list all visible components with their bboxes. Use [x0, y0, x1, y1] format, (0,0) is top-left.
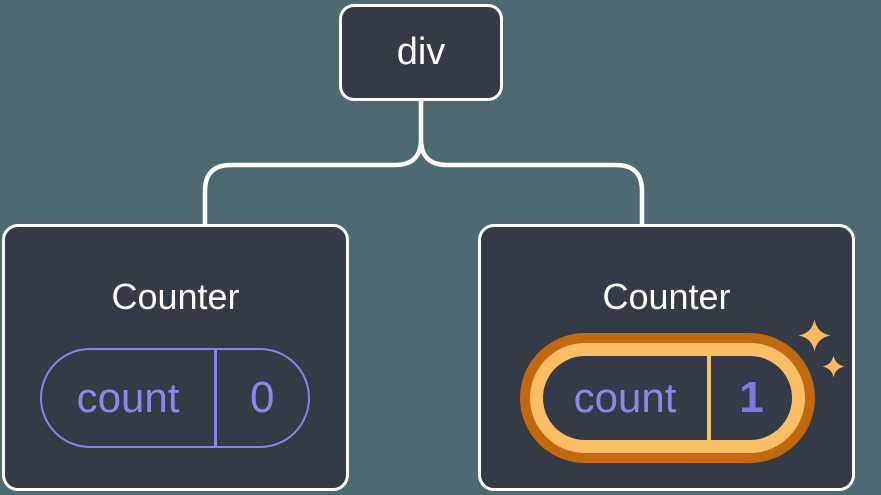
state-value-left: 0: [250, 373, 275, 422]
sparkle-small-icon: [822, 355, 845, 378]
state-name-right: count: [573, 374, 677, 421]
state-pill-right: count 1: [543, 356, 792, 440]
state-pill-divider-left: [214, 350, 217, 446]
tree-node-counter-right: Counter count 1: [478, 224, 855, 491]
counter-left-title: Counter: [111, 276, 240, 317]
node-div-label: div: [396, 31, 446, 73]
state-pill-highlight-ring: count 1: [520, 333, 815, 463]
state-name-left: count: [76, 374, 180, 421]
state-pill-highlight-ring-inner: count 1: [530, 343, 805, 453]
counter-right-title: Counter: [602, 276, 731, 317]
state-pill-divider-right: [707, 356, 711, 440]
state-value-right: 1: [739, 373, 764, 422]
tree-node-counter-left: Counter count 0: [2, 224, 349, 491]
connector-path: [202, 98, 645, 227]
state-pill-left: count 0: [40, 348, 310, 448]
sparkle-large-icon: [798, 319, 831, 352]
tree-node-div: div: [339, 4, 503, 101]
